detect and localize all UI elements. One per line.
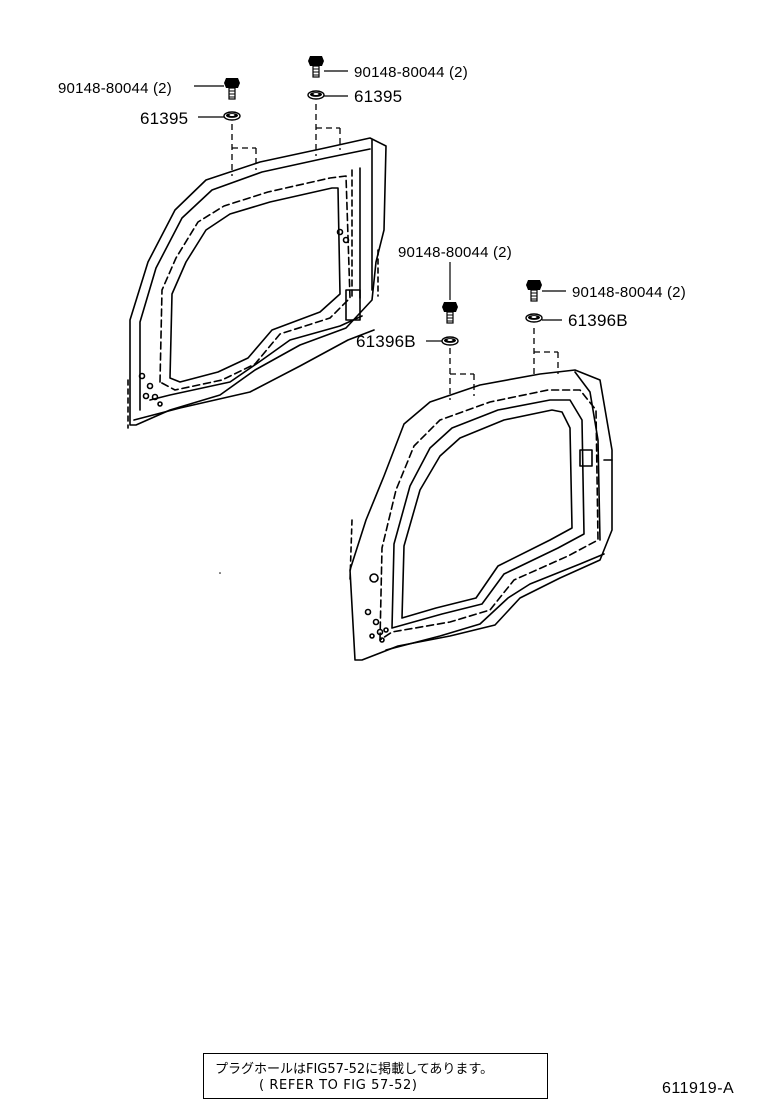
right-callout-leaders	[426, 262, 566, 342]
part-label-washer-left: 61395	[140, 109, 188, 128]
washer-icon	[223, 111, 241, 121]
bolt-icon	[223, 77, 241, 100]
reference-note-japanese: プラグホールはFIG57-52に掲載してあります。	[215, 1062, 494, 1077]
part-label-bolt-left-mid: 90148-80044 (2)	[354, 64, 468, 81]
right-door-opening-panel	[349, 369, 613, 661]
right-leader-lines	[449, 328, 559, 400]
part-label-washer-left-mid: 61395	[354, 87, 402, 106]
reference-note-english: ( REFER TO FIG 57-52)	[259, 1078, 418, 1093]
bolt-icon	[307, 55, 325, 78]
part-label-washer-right: 61396B	[356, 332, 416, 351]
part-label-washer-right-far: 61396B	[568, 311, 628, 330]
left-callout-leaders	[194, 70, 348, 118]
washer-icon	[525, 313, 543, 323]
part-label-bolt-right-far: 90148-80044 (2)	[572, 284, 686, 301]
washer-icon	[441, 336, 459, 346]
bolt-icon	[441, 301, 459, 324]
reference-note: プラグホールはFIG57-52に掲載してあります。 ( REFER TO FIG…	[203, 1053, 548, 1099]
figure-id: 611919-A	[662, 1080, 735, 1097]
left-leader-lines	[231, 104, 341, 176]
part-label-bolt-right: 90148-80044 (2)	[398, 244, 512, 261]
part-label-bolt-left: 90148-80044 (2)	[58, 80, 172, 97]
washer-icon	[307, 90, 325, 100]
bolt-icon	[525, 279, 543, 302]
left-door-opening-panel	[127, 137, 387, 429]
